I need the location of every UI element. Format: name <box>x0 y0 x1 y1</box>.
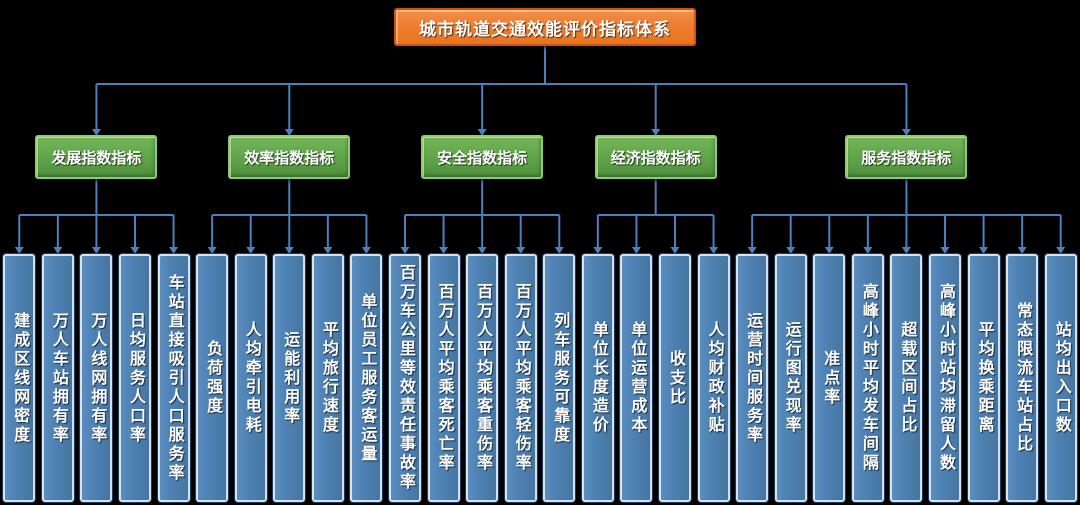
leaf-node-label: 常态限流车站占比 <box>1014 302 1032 454</box>
leaf-node-label: 列车服务可靠度 <box>551 311 569 445</box>
category-node: 效率指数指标 <box>228 135 351 179</box>
leaf-node: 建成区线网密度 <box>2 253 37 503</box>
leaf-node: 平均旅行速度 <box>310 253 345 503</box>
leaf-node: 列车服务可靠度 <box>542 253 577 503</box>
leaf-node: 百万人平均乘客轻伤率 <box>503 253 538 503</box>
leaf-node-label: 单位运营成本 <box>628 321 646 435</box>
leaf-node-label: 站均出入口数 <box>1052 321 1070 435</box>
leaf-node-label: 人均财政补贴 <box>705 321 723 435</box>
leaf-node: 万人线网拥有率 <box>79 253 114 503</box>
leaf-node: 高峰小时站均滞留人数 <box>928 253 962 503</box>
leaf-node-label: 平均旅行速度 <box>319 321 337 435</box>
leaf-node-label: 负荷强度 <box>204 340 222 416</box>
leaf-node-label: 高峰小时站均滞留人数 <box>937 283 954 473</box>
leaf-node: 运能利用率 <box>272 253 307 503</box>
leaf-node-label: 万人线网拥有率 <box>88 311 106 445</box>
leaf-node: 百万人平均乘客重伤率 <box>465 253 500 503</box>
leaf-node: 单位长度造价 <box>580 253 615 503</box>
leaf-node-label: 超载区间占比 <box>898 321 916 435</box>
category-node-label: 安全指数指标 <box>437 149 528 167</box>
leaf-node: 单位员工服务客运量 <box>349 253 384 503</box>
category-node: 服务指数指标 <box>845 135 968 179</box>
leaf-node-label: 百万人平均乘客轻伤率 <box>512 283 530 473</box>
leaf-node: 百万人平均乘客死亡率 <box>426 253 461 503</box>
leaf-node: 超载区间占比 <box>889 253 924 503</box>
leaf-node-label: 运行图兑现率 <box>782 321 800 435</box>
leaf-node-label: 百万人平均乘客重伤率 <box>474 283 492 473</box>
category-node-label: 效率指数指标 <box>244 149 335 167</box>
leaf-node: 高峰小时平均发车间隔 <box>850 253 885 503</box>
leaf-node-label: 人均牵引电耗 <box>242 321 260 435</box>
leaf-node: 站均出入口数 <box>1043 253 1078 503</box>
leaf-node: 准点率 <box>812 253 847 503</box>
leaf-node: 人均牵引电耗 <box>233 253 268 503</box>
leaf-node-label: 百万人平均乘客死亡率 <box>435 283 453 473</box>
leaf-node: 负荷强度 <box>195 253 230 503</box>
leaf-node-label: 百万车公里等效责任事故率 <box>397 264 414 492</box>
leaf-node-label: 单位长度造价 <box>589 321 607 435</box>
leaf-node-label: 建成区线网密度 <box>11 311 29 445</box>
leaf-node-label: 日均服务人口率 <box>127 311 144 445</box>
leaf-node: 运行图兑现率 <box>773 253 808 503</box>
leaf-node: 万人车站拥有率 <box>40 253 75 503</box>
leaf-node-label: 运营时间服务率 <box>744 311 762 445</box>
leaf-node-label: 单位员工服务客运量 <box>358 292 376 464</box>
root-node: 城市轨道交通效能评价指标体系 <box>394 8 696 46</box>
category-node: 经济指数指标 <box>594 135 717 179</box>
leaf-node: 百万车公里等效责任事故率 <box>388 253 422 503</box>
leaf-node: 人均财政补贴 <box>696 253 731 503</box>
leaf-node-label: 准点率 <box>821 349 839 407</box>
leaf-node-label: 车站直接吸引人口服务率 <box>165 273 183 483</box>
leaf-node: 日均服务人口率 <box>118 253 152 503</box>
root-node-label: 城市轨道交通效能评价指标体系 <box>419 19 671 39</box>
leaf-node-label: 平均换乘距离 <box>975 321 993 435</box>
category-node-label: 经济指数指标 <box>610 149 701 167</box>
leaf-node: 平均换乘距离 <box>966 253 1001 503</box>
category-node: 安全指数指标 <box>421 135 544 179</box>
category-node: 发展指数指标 <box>35 135 158 179</box>
category-node-label: 发展指数指标 <box>51 149 142 167</box>
leaf-node-label: 高峰小时平均发车间隔 <box>859 283 877 473</box>
leaf-node: 常态限流车站占比 <box>1005 253 1040 503</box>
leaf-node: 收支比 <box>658 253 692 503</box>
leaf-node-label: 收支比 <box>667 349 684 407</box>
leaf-node: 运营时间服务率 <box>735 253 770 503</box>
leaf-node-label: 运能利用率 <box>281 330 299 426</box>
leaf-node: 车站直接吸引人口服务率 <box>156 253 191 503</box>
leaf-node: 单位运营成本 <box>619 253 654 503</box>
category-node-label: 服务指数指标 <box>861 149 952 167</box>
leaf-node-label: 万人车站拥有率 <box>49 311 67 445</box>
